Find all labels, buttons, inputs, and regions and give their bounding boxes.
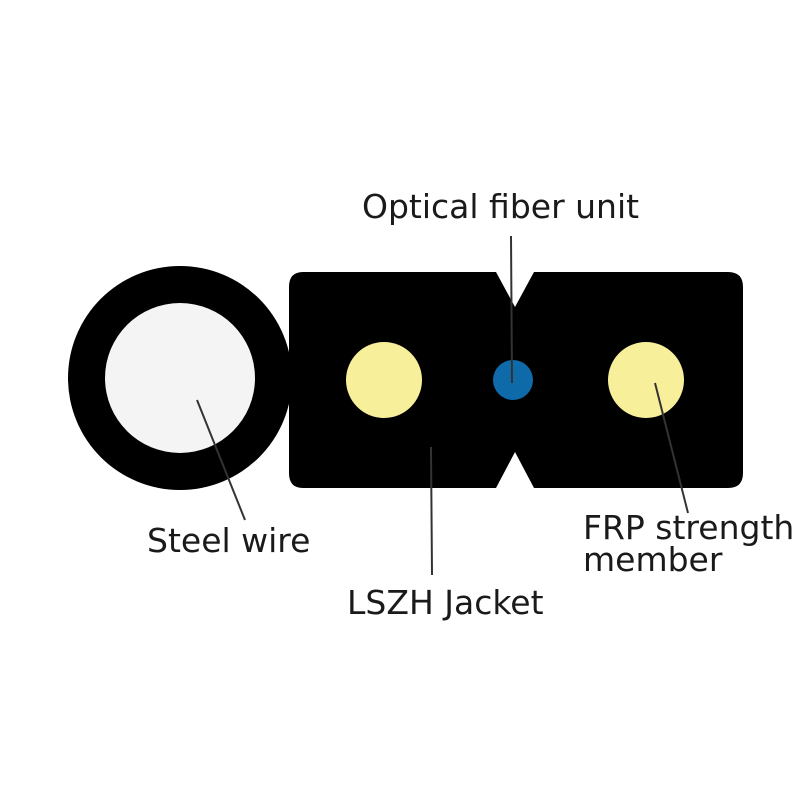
frp-strength-member-right	[608, 342, 684, 418]
leader-line-optical-fiber	[510, 235, 513, 384]
leader-line-frp-strength-member	[654, 382, 689, 514]
frp-strength-member-left	[346, 342, 422, 418]
leader-line-lszh-jacket	[430, 446, 433, 576]
label-frp-strength-member-line2: member	[583, 540, 723, 579]
steel-wire-messenger	[68, 266, 292, 490]
label-lszh-jacket: LSZH Jacket	[347, 583, 544, 622]
label-frp-strength-member-line1: FRP strength	[583, 508, 795, 547]
label-optical-fiber-unit: Optical fiber unit	[362, 187, 640, 226]
optical-fiber	[493, 360, 533, 400]
label-steel-wire: Steel wire	[147, 521, 311, 560]
steel-wire-core	[105, 303, 255, 453]
leader-line-steel-wire	[196, 399, 246, 521]
